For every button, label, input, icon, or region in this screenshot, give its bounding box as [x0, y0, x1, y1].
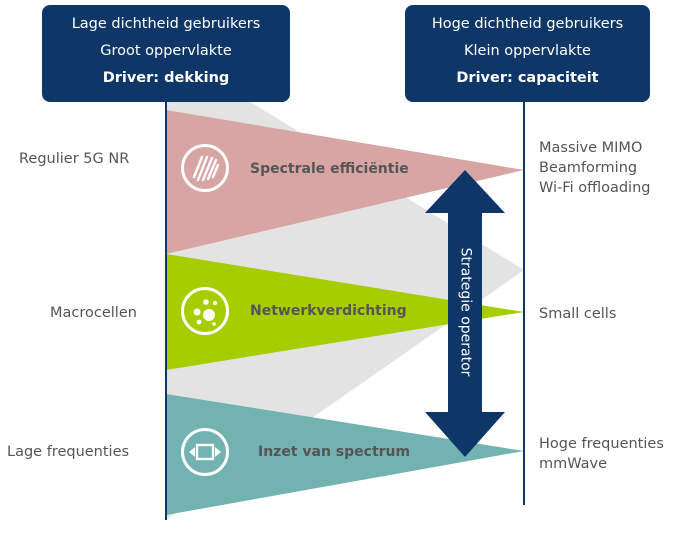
band-label-spectral-efficiency: Spectrale efficiëntie	[250, 161, 409, 177]
strategy-operator-label: Strategie operator	[457, 247, 474, 377]
header-left-line2: Groot oppervlakte	[100, 43, 232, 59]
header-left-line1: Lage dichtheid gebruikers	[71, 16, 261, 32]
header-right-line1: Hoge dichtheid gebruikers	[431, 16, 624, 32]
band-spectral-efficiency	[166, 110, 524, 254]
right-label-top-line2: Beamforming	[539, 160, 638, 176]
band-label-network-densification: Netwerkverdichting	[250, 303, 407, 319]
band-label-spectrum-deployment: Inzet van spectrum	[258, 444, 411, 460]
expand-arrows-icon	[181, 428, 229, 476]
right-label-bottom-line1: Hoge frequenties	[539, 436, 664, 452]
header-low-density: Lage dichtheid gebruikers Groot oppervla…	[42, 5, 290, 102]
right-label-top-line3: Wi-Fi offloading	[539, 180, 651, 196]
header-high-density: Hoge dichtheid gebruikers Klein oppervla…	[405, 5, 650, 102]
right-label-bottom: Hoge frequenties mmWave	[539, 434, 664, 474]
strategy-double-arrow	[425, 170, 505, 457]
header-right-line2: Klein oppervlakte	[464, 43, 591, 59]
left-label-top: Regulier 5G NR	[19, 151, 130, 167]
spectrum-waves-icon	[181, 144, 229, 192]
right-label-bottom-line2: mmWave	[539, 456, 608, 472]
header-right-line3: Driver: capaciteit	[456, 70, 599, 86]
right-label-top-line1: Massive MIMO	[539, 140, 643, 156]
header-left-line3: Driver: dekking	[102, 70, 230, 86]
left-label-middle: Macrocellen	[50, 305, 137, 321]
right-label-middle: Small cells	[539, 306, 617, 322]
band-spectrum-deployment	[166, 394, 524, 515]
band-network-densification	[166, 254, 524, 370]
cell-dots-icon	[181, 287, 229, 335]
right-label-top: Massive MIMO Beamforming Wi-Fi offloadin…	[539, 138, 650, 198]
left-label-bottom: Lage frequenties	[7, 444, 130, 460]
